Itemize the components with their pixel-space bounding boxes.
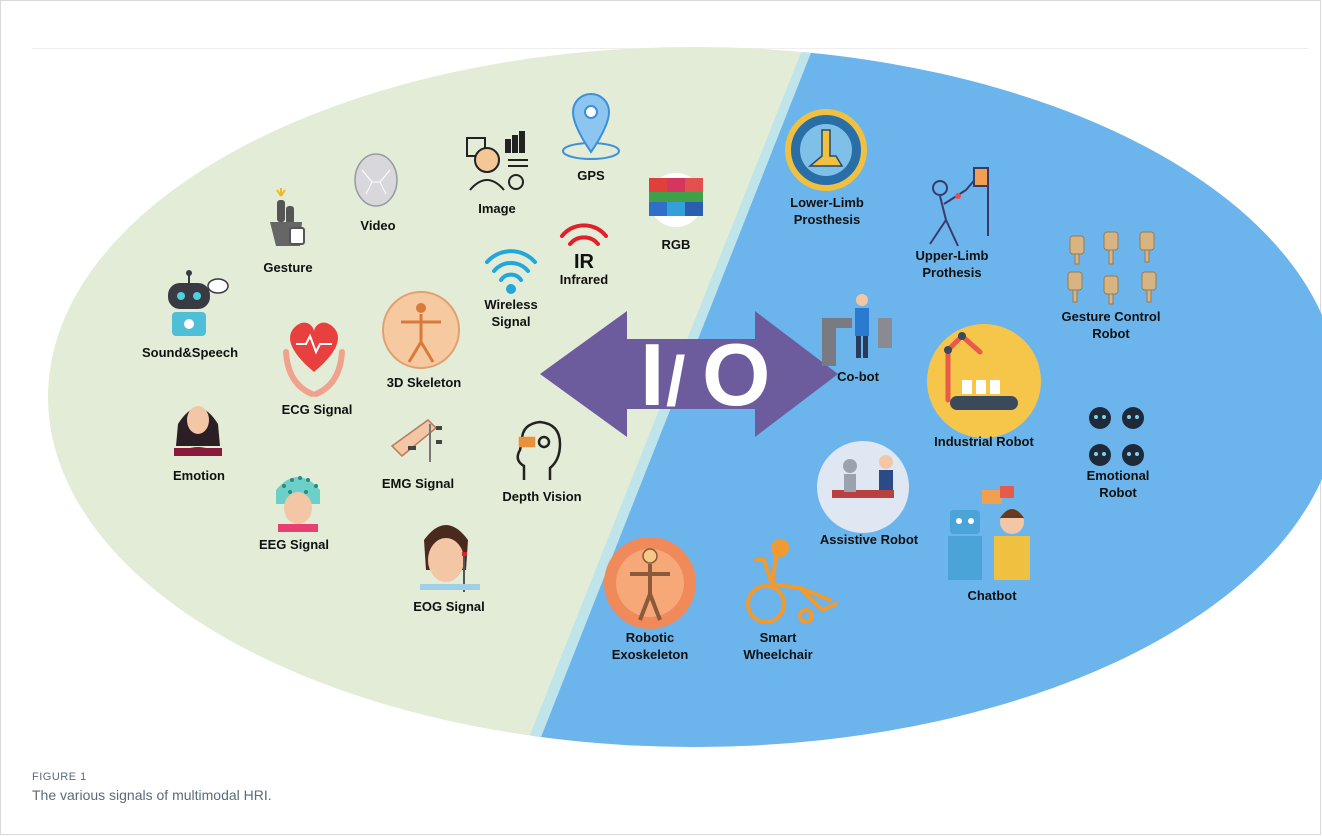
assistive-robot-label: Assistive Robot [820,532,919,547]
smart-wheelchair-label-line1: Smart [760,630,798,645]
eeg-cap-icon [276,476,320,532]
video-label: Video [360,218,395,233]
upper-limb-label-line1: Upper-Limb [916,248,989,263]
rgb-label: RGB [662,237,691,252]
io-letter-i: I [640,325,664,424]
video-face-icon [354,153,398,207]
io-letter-o: O [702,325,770,424]
lower-limb-label-line1: Lower-Limb [790,195,864,210]
gesture-hand-icon [270,188,305,246]
robotic-exoskeleton-label-line2: Exoskeleton [612,647,689,662]
cobot-arm-icon [822,294,892,366]
wifi-icon [485,249,537,294]
upper-limb-prothesis-icon [929,167,989,247]
ecg-heart-hands-icon [283,322,345,397]
emotional-robot-label-line1: Emotional [1087,468,1150,483]
assistive-robot-icon [817,441,909,533]
gps-label: GPS [577,168,605,183]
image-person-icon [466,131,528,191]
io-slash: / [666,342,685,420]
eeg-label: EEG Signal [259,537,329,552]
image-label: Image [478,201,516,216]
emotion-label: Emotion [173,468,225,483]
caption-text: The various signals of multimodal HRI. [32,787,272,803]
eog-face-icon [420,525,480,592]
eog-label: EOG Signal [413,599,485,614]
3d-skeleton-icon [382,291,460,369]
industrial-robot-label: Industrial Robot [934,434,1034,449]
upper-limb-label-line2: Prothesis [922,265,981,280]
sound-speech-label: Sound&Speech [142,345,238,360]
gesture-control-label-line2: Robot [1092,326,1130,341]
industrial-robot-icon [927,324,1041,438]
chatbot-label: Chatbot [967,588,1017,603]
3d-skeleton-label: 3D Skeleton [387,375,461,390]
lower-limb-prosthesis-icon [785,109,867,191]
lower-limb-label-line2: Prosthesis [794,212,860,227]
emg-arm-icon [390,419,442,462]
wireless-label-line1: Wireless [484,297,537,312]
wireless-label-line2: Signal [491,314,530,329]
ecg-label: ECG Signal [282,402,353,417]
robotic-exoskeleton-icon [604,537,696,629]
chatbot-icon [948,486,1030,580]
rgb-icon [649,173,703,227]
depth-vision-label: Depth Vision [502,489,581,504]
emotion-woman-icon [174,406,222,456]
ir-mark: IR [574,251,595,273]
gesture-control-robot-icon [1067,231,1157,305]
robotic-exoskeleton-label-line1: Robotic [626,630,674,645]
cobot-label: Co-bot [837,369,880,384]
gesture-label: Gesture [263,260,312,275]
depth-vision-head-icon [516,420,562,480]
gps-pin-icon [562,93,620,160]
io-double-arrow [540,311,838,437]
hri-diagram: I / O IR [48,47,1322,747]
figure-number: FIGURE 1 [32,771,87,783]
emotional-robot-icon [1089,407,1144,466]
infrared-icon [560,223,608,246]
infrared-label: Infrared [560,272,608,287]
smart-wheelchair-icon [746,539,838,624]
emotional-robot-label-line2: Robot [1099,485,1137,500]
gesture-control-label-line1: Gesture Control [1062,309,1161,324]
emg-label: EMG Signal [382,476,454,491]
figure-caption: FIGURE 1 The various signals of multimod… [32,771,1292,803]
sound-speech-robot-icon [168,270,229,336]
smart-wheelchair-label-line2: Wheelchair [743,647,812,662]
